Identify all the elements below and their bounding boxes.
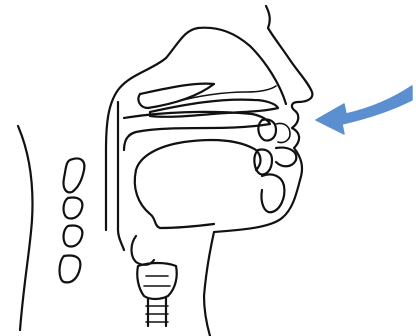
hard-palate [124, 112, 270, 150]
oral-cavity-floor [135, 170, 214, 228]
nasal-turbinate-lower [150, 100, 278, 117]
upper-lip-detail [276, 123, 290, 142]
lower-incisor [254, 149, 272, 174]
tongue [136, 140, 261, 170]
airflow-arrow [316, 86, 412, 134]
tracheal-rings [146, 306, 168, 322]
pharynx-wall [118, 102, 124, 250]
upper-incisor [258, 119, 276, 140]
spine-outline [18, 126, 32, 330]
vertebra-2 [64, 197, 83, 218]
mandible-front [261, 174, 284, 212]
vertebra-1 [63, 158, 84, 192]
epiglottis [132, 236, 155, 265]
vertebra-4 [60, 256, 81, 283]
vertebra-3 [64, 225, 83, 246]
larynx [137, 263, 176, 299]
vocal-folds [144, 276, 170, 286]
lower-lip [276, 148, 296, 167]
